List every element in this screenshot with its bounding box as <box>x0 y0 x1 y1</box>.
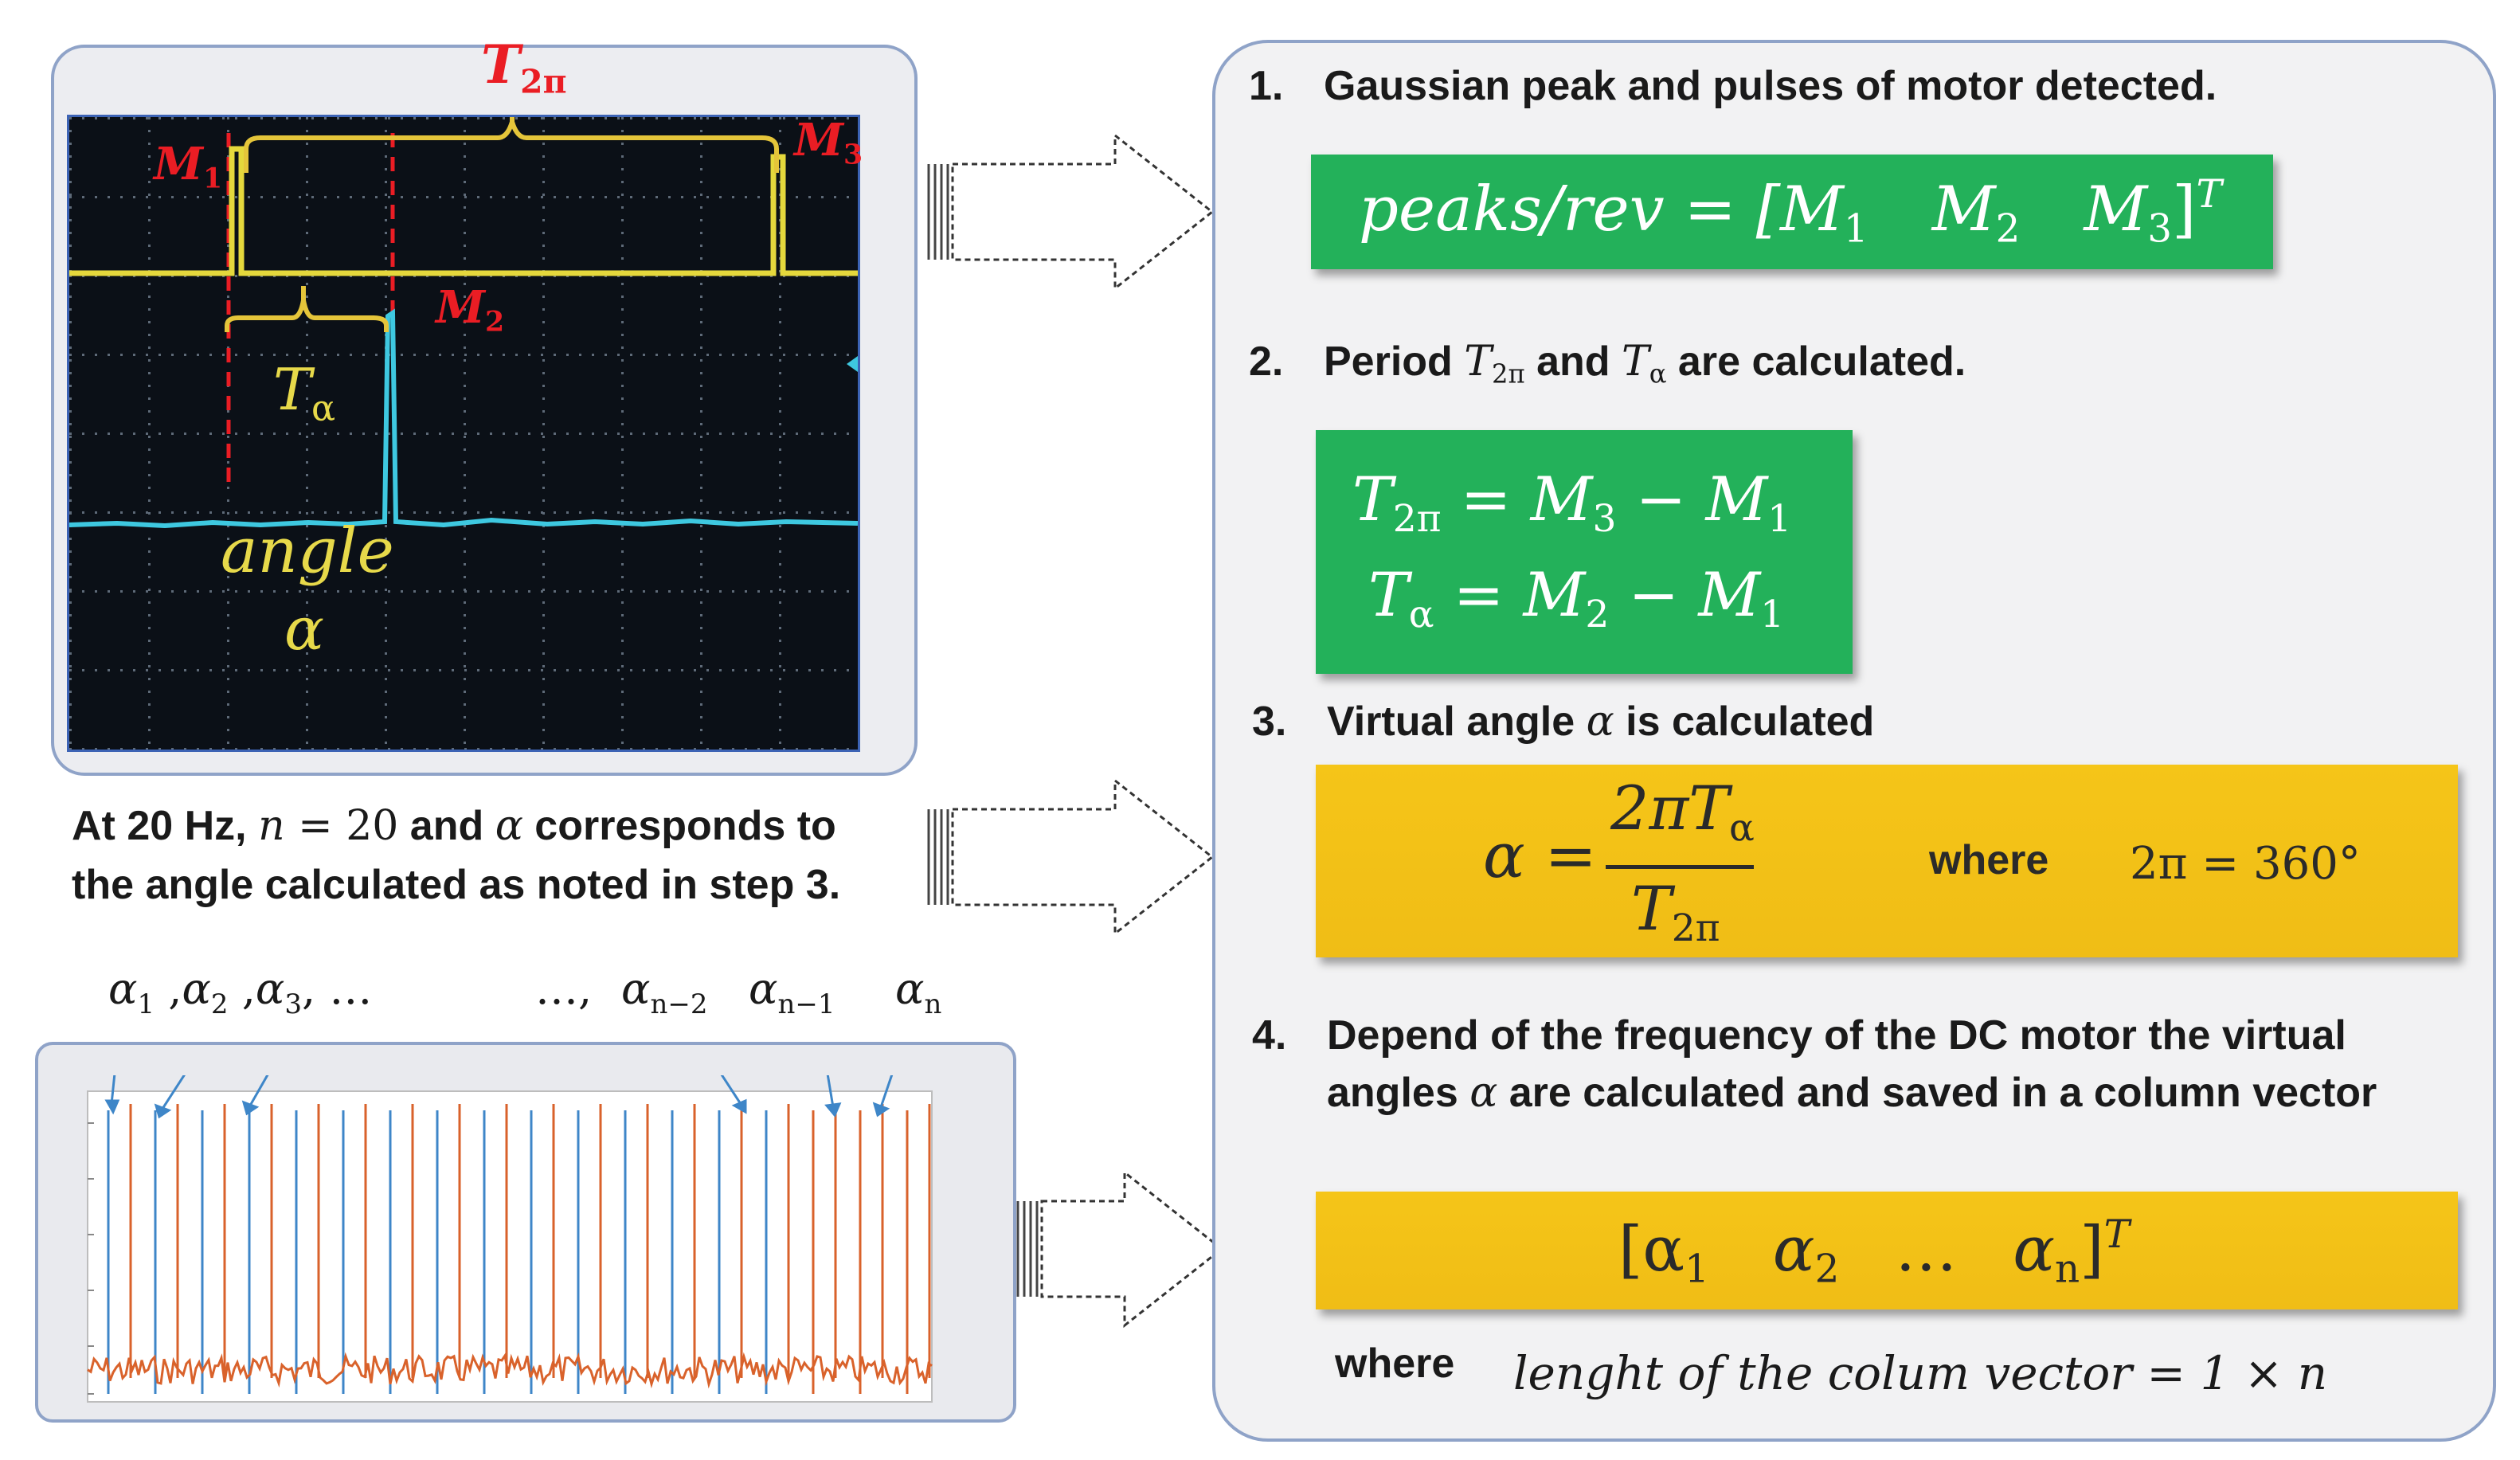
cyan-sensor-trace <box>69 308 858 529</box>
step-3-note: 2π = 360° <box>2130 838 2361 890</box>
arrow-to-step-4 <box>1016 1169 1224 1329</box>
oscilloscope-traces <box>69 117 858 750</box>
step-3-text: Virtual angle α is calculated <box>1327 698 1875 746</box>
step-2-number: 2. <box>1249 339 1284 385</box>
step-1-text: Gaussian peak and pulses of motor detect… <box>1324 63 2217 109</box>
plot-noise-baseline <box>87 1352 933 1389</box>
trigger-marker <box>847 356 858 372</box>
step-4-note: lenght of the colum vector = 1 × n <box>1513 1346 2328 1400</box>
alpha-n-minus-2: αn−2 <box>621 964 708 1020</box>
alpha-n: αn <box>895 964 942 1020</box>
alpha-first-labels: α1 ,α2 ,α3, … <box>108 964 373 1020</box>
label-alpha: α <box>284 595 324 663</box>
alpha-mid-dots: …, <box>535 964 593 1014</box>
label-t2pi: T2π <box>481 33 567 101</box>
brace-t2pi <box>244 117 779 173</box>
step-2-eq-talpha: Tα = M2 − M1 <box>1368 559 1785 637</box>
step-3-numerator: 2πTα <box>1610 773 1755 851</box>
step-4-where: where <box>1335 1341 1455 1387</box>
step-3-fraction-bar <box>1606 865 1754 869</box>
plot-pulses <box>107 1104 931 1394</box>
label-m3: M3 <box>794 114 863 171</box>
alpha-n-minus-1: αn−1 <box>749 964 835 1020</box>
step-1-number: 1. <box>1249 63 1284 109</box>
oscilloscope-screen: M1 M3 M2 Tα angle α <box>67 114 863 752</box>
step-3-formula-box: α = 2πTα T2π where 2π = 360° <box>1316 765 2458 957</box>
brace-talpha <box>225 299 389 332</box>
scope-caption: At 20 Hz, n = 20 and α corresponds to th… <box>72 797 932 914</box>
step-2-text: Period T2π and Tα are calculated. <box>1324 338 1966 389</box>
label-m2: M2 <box>436 281 505 339</box>
alpha-sequence-labels: α1 ,α2 ,α3, … …, αn−2 αn−1 αn <box>0 956 1004 1043</box>
step-2-formula-box: T2π = M3 − M1 Tα = M2 − M1 <box>1316 430 1853 674</box>
caption-line-2: the angle calculated as noted in step 3. <box>72 862 841 908</box>
yellow-pulse-trace <box>69 146 858 276</box>
step-4-number: 4. <box>1252 1012 1287 1059</box>
step-4-text: Depend of the frequency of the DC motor … <box>1327 1012 2377 1117</box>
plot-y-ticks <box>88 1122 94 1395</box>
label-angle: angle <box>221 515 394 587</box>
alpha-pointers <box>104 1075 894 1119</box>
step-3-lhs: α = <box>1483 820 1597 892</box>
label-talpha: Tα <box>273 356 336 429</box>
step-3-number: 3. <box>1252 699 1287 745</box>
arrow-to-step-1 <box>927 132 1215 292</box>
plot-area <box>87 1090 933 1403</box>
step-3-where: where <box>1929 837 2049 883</box>
label-m1: M1 <box>154 138 223 195</box>
step-3-denominator: T2π <box>1631 873 1720 951</box>
caption-line-1: At 20 Hz, n = 20 and α corresponds to <box>72 802 836 850</box>
step-2-eq-t2pi: T2π = M3 − M1 <box>1352 464 1792 542</box>
pulse-signal-plot <box>87 1075 933 1403</box>
scope-grid <box>69 117 849 750</box>
arrow-to-step-3 <box>927 777 1215 937</box>
